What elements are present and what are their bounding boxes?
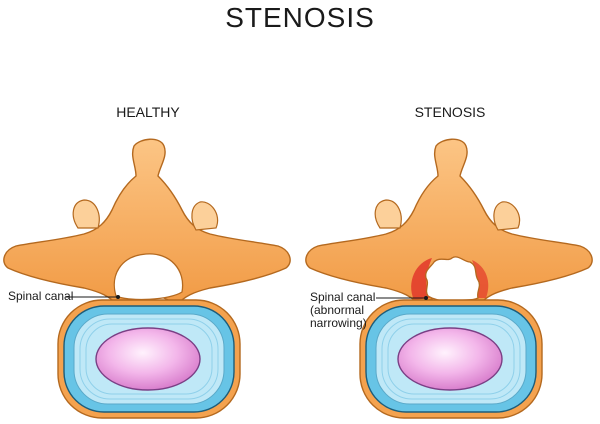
healthy-articular-left [72,199,100,229]
stenosis-articular-left [374,199,402,229]
stenosis-canal-label: Spinal canal (abnormal narrowing) [310,291,375,330]
stenosis-articular-right [493,201,521,231]
healthy-spinal-canal [113,253,184,301]
page-title: STENOSIS [225,2,375,33]
healthy-nucleus [95,327,201,391]
stenosis-heading: STENOSIS [414,104,486,120]
stenosis-vertebra [305,138,593,419]
stenosis-narrowing-tissue-right [472,260,489,298]
stenosis-spinal-canal [425,256,481,303]
stenosis-canal-label-line-3: narrowing) [310,316,367,330]
healthy-vertebra [3,138,291,419]
healthy-canal-label-line-1: Spinal canal [8,289,74,303]
stenosis-label-dot [424,296,428,300]
healthy-heading: HEALTHY [116,104,180,120]
healthy-canal-label: Spinal canal [8,290,73,303]
stenosis-nucleus [397,327,503,391]
healthy-vertebral-arch [3,138,291,308]
stenosis-vertebral-arch [305,138,593,308]
healthy-articular-right [191,201,219,231]
stenosis-canal-label-line-1: Spinal canal [310,290,376,304]
healthy-label-dot [116,295,120,299]
stenosis-canal-label-line-2: (abnormal [310,303,365,317]
